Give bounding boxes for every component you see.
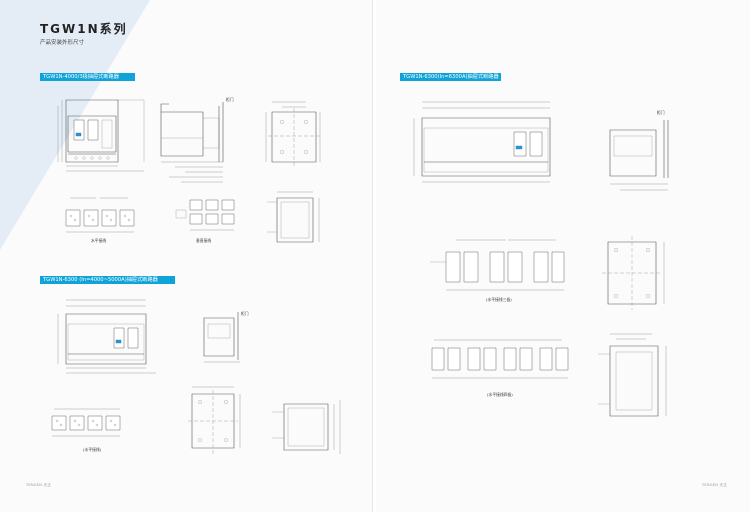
footer-brand-left: TENGEN 天正 xyxy=(26,483,52,487)
side-view-6300-drawing xyxy=(198,310,254,366)
section-tgw1n-6300: TGW1N-6300 (In=4000~5000A)抽屉式断路器 xyxy=(40,276,175,284)
cutout-top-4000-drawing xyxy=(262,98,324,182)
page-title: TGW1N系列 xyxy=(40,22,128,36)
front-view-6300a-drawing xyxy=(404,98,564,194)
front-view-4000-drawing xyxy=(56,96,158,176)
cutout-6300-b-drawing xyxy=(268,398,358,460)
busbar-horizontal-4000-drawing xyxy=(58,194,148,240)
right-page: TGW1N-6300(In=6300A)抽屉式断路器 柜门 (水平接线三极) xyxy=(376,0,750,512)
caption-horizontal-four: (水平接线四极) xyxy=(487,392,513,397)
footer-brand-right: TENGEN 天正 xyxy=(702,483,728,487)
cutout-6300a-top-drawing xyxy=(592,232,672,316)
busbar-three-pole-drawing xyxy=(426,236,566,302)
busbar-vertical-4000-drawing xyxy=(172,194,242,240)
side-view-4000-drawing xyxy=(155,98,237,184)
cutout-6300-drawing xyxy=(178,384,248,464)
page-subtitle: 产品安装外形尺寸 xyxy=(40,40,85,46)
cutout-bottom-4000-drawing xyxy=(265,188,325,250)
busbar-horizontal-6300-drawing xyxy=(42,406,134,446)
front-view-6300-drawing xyxy=(46,296,170,380)
section-tgw1n-4000: TGW1N-4000/3极抽屉式断路器 xyxy=(40,73,135,81)
side-view-6300a-drawing xyxy=(602,116,684,194)
busbar-four-pole-drawing xyxy=(422,336,572,390)
cutout-6300a-bottom-drawing xyxy=(596,330,676,426)
section-tgw1n-6300-6300a: TGW1N-6300(In=6300A)抽屉式断路器 xyxy=(400,73,501,81)
door-label: 柜门 xyxy=(226,97,234,102)
caption-horizontal-busbar: 水平接线 xyxy=(91,238,107,243)
caption-horizontal-busbar-b: (水平接线) xyxy=(83,447,102,452)
caption-horizontal-three: (水平接线三极) xyxy=(486,297,512,302)
caption-vertical-busbar: 垂直接线 xyxy=(196,238,212,243)
door-label-b: 柜门 xyxy=(241,311,249,316)
left-page: TGW1N系列 产品安装外形尺寸 TGW1N-4000/3极抽屉式断路器 xyxy=(0,0,373,512)
door-label-c: 柜门 xyxy=(657,110,665,115)
